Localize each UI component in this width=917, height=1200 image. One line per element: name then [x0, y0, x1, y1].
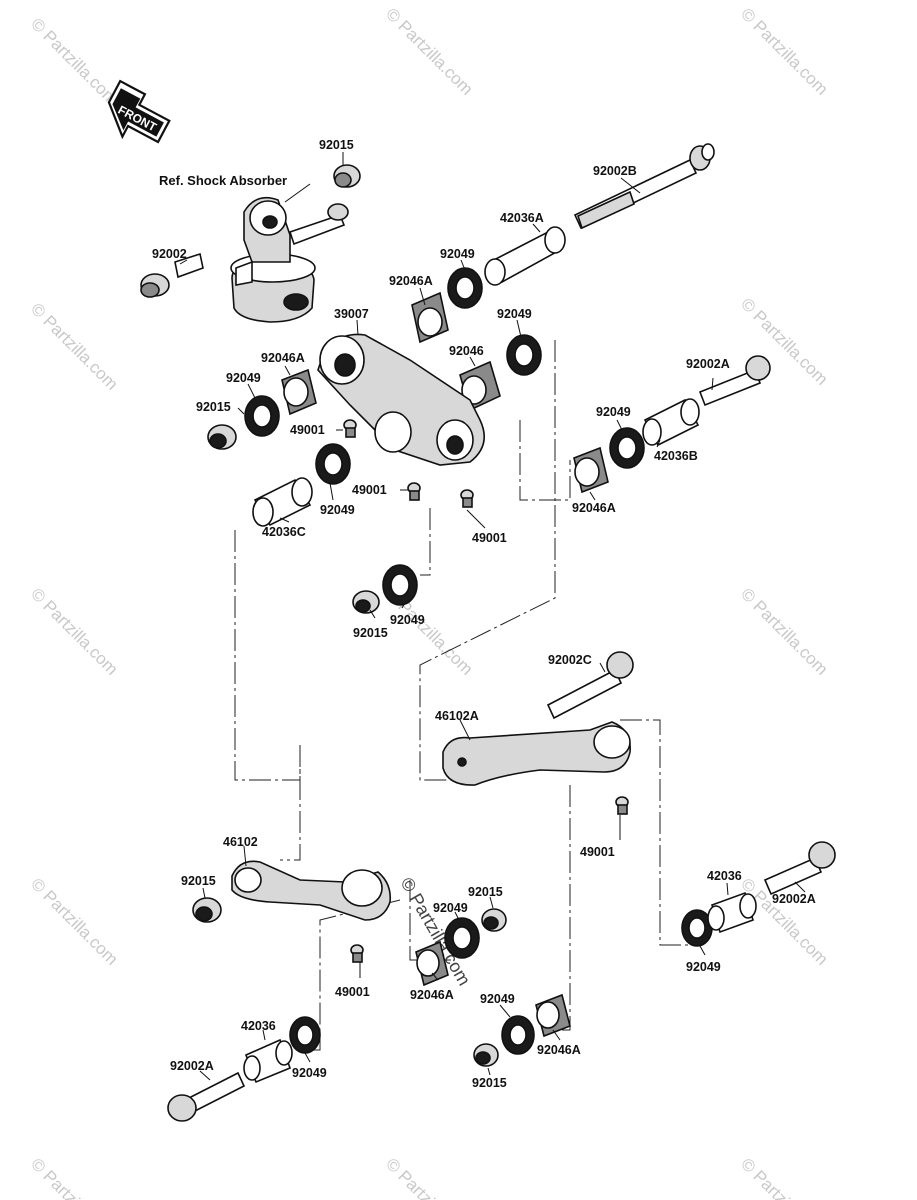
label-92046A: 92046A [410, 988, 454, 1002]
watermark: © Partzilla.com [27, 584, 121, 678]
label-92002A: 92002A [170, 1059, 214, 1073]
label-92049: 92049 [433, 901, 468, 915]
bolt-92002A-c [167, 1071, 246, 1122]
seal-92049-c [244, 395, 280, 437]
label-92049: 92049 [292, 1066, 327, 1080]
grease-nipple-49001-b [407, 482, 421, 501]
label-42036B: 42036B [654, 449, 698, 463]
label-92015: 92015 [319, 138, 354, 152]
label-92015: 92015 [181, 874, 216, 888]
label-46102: 46102 [223, 835, 258, 849]
watermark: © Partzilla.com [382, 1154, 476, 1200]
watermark: © Partzilla.com [27, 874, 121, 968]
grease-nipple-49001-e [350, 944, 364, 963]
label-49001: 49001 [472, 531, 507, 545]
collar-42036C [252, 477, 313, 527]
label-92002A: 92002A [772, 892, 816, 906]
leader-lines [179, 152, 806, 1081]
grease-nipple-49001-c [460, 489, 474, 508]
nut-92015-d [192, 897, 222, 923]
nut-92015-c [352, 590, 380, 614]
seal-92049-g [444, 917, 480, 959]
label-42036: 42036 [241, 1019, 276, 1033]
bearing-92046A-a [411, 291, 449, 344]
grease-nipple-49001-d [615, 796, 629, 815]
label-92002C: 92002C [548, 653, 592, 667]
nut-92015-f [473, 1043, 499, 1067]
bolt-92002B [573, 143, 715, 230]
label-39007: 39007 [334, 307, 369, 321]
seal-92049-h [681, 909, 713, 947]
label-92049: 92049 [390, 613, 425, 627]
front-arrow-icon: FRONT [107, 79, 171, 144]
label-92046A: 92046A [261, 351, 305, 365]
rocker-arm-39007 [317, 333, 486, 466]
label-92015: 92015 [468, 885, 503, 899]
watermark: © Partzilla.com [737, 4, 831, 98]
nut-92015-e [481, 908, 507, 932]
label-92002B: 92002B [593, 164, 637, 178]
collar-42036-b [243, 1038, 293, 1084]
bolt-92002C [546, 651, 634, 720]
watermark: © Partzilla.com [737, 584, 831, 678]
label-92015: 92015 [196, 400, 231, 414]
label-49001: 49001 [580, 845, 615, 859]
watermark: © Partzilla.com [27, 299, 121, 393]
bearing-92046 [459, 360, 501, 412]
seal-92049-e [382, 564, 418, 606]
label-92049: 92049 [226, 371, 261, 385]
bolt-92002A-b [763, 841, 836, 896]
bearing-92046A-d [415, 940, 449, 987]
label-49001: 49001 [335, 985, 370, 999]
seal-92049-j [289, 1016, 321, 1054]
label-92015: 92015 [353, 626, 388, 640]
label-49001: 49001 [352, 483, 387, 497]
label-92015: 92015 [472, 1076, 507, 1090]
watermark: © Partzilla.com [27, 1154, 121, 1200]
label-92046A: 92046A [389, 274, 433, 288]
seal-92049-b [506, 334, 542, 376]
label-92049: 92049 [320, 503, 355, 517]
label-92046A: 92046A [572, 501, 616, 515]
bearing-92046A-e [535, 993, 571, 1038]
watermarks: © Partzilla.com © Partzilla.com © Partzi… [27, 4, 831, 1200]
label-92049: 92049 [440, 247, 475, 261]
label-92046: 92046 [449, 344, 484, 358]
bearing-92046A-c [573, 446, 609, 494]
shock-absorber [230, 196, 349, 323]
label-92049: 92049 [480, 992, 515, 1006]
label-42036C: 42036C [262, 525, 306, 539]
label-92002A: 92002A [686, 357, 730, 371]
collar-42036B [642, 398, 700, 447]
nut-92015-b [207, 424, 237, 450]
watermark: © Partzilla.com [737, 1154, 831, 1200]
label-42036A: 42036A [500, 211, 544, 225]
label-46102A: 46102A [435, 709, 479, 723]
watermark: © Partzilla.com [382, 4, 476, 98]
nut-92015-top [333, 164, 361, 188]
grease-nipple-49001-a [343, 419, 357, 438]
collar-42036-a [707, 891, 757, 934]
watermark: © Partzilla.com [27, 14, 121, 108]
label-92002: 92002 [152, 247, 187, 261]
seal-92049-d [315, 443, 351, 485]
bearing-92046A-b [281, 368, 317, 416]
label-92049: 92049 [686, 960, 721, 974]
label-92049: 92049 [497, 307, 532, 321]
tie-rod-46102 [231, 860, 392, 921]
bolt-92002 [140, 252, 204, 298]
label-42036: 42036 [707, 869, 742, 883]
seal-92049-a [447, 267, 483, 309]
bolt-92002A-a [698, 355, 771, 407]
label-49001: 49001 [290, 423, 325, 437]
seal-92049-i [501, 1015, 535, 1055]
ref-shock-absorber-label: Ref. Shock Absorber [159, 173, 287, 188]
tie-rod-46102A [442, 721, 631, 786]
label-92046A: 92046A [537, 1043, 581, 1057]
collar-42036A [484, 226, 566, 286]
part-labels: Ref. Shock Absorber 92015 92002 92002B 4… [152, 138, 816, 1090]
label-92049: 92049 [596, 405, 631, 419]
seal-92049-f [609, 427, 645, 469]
